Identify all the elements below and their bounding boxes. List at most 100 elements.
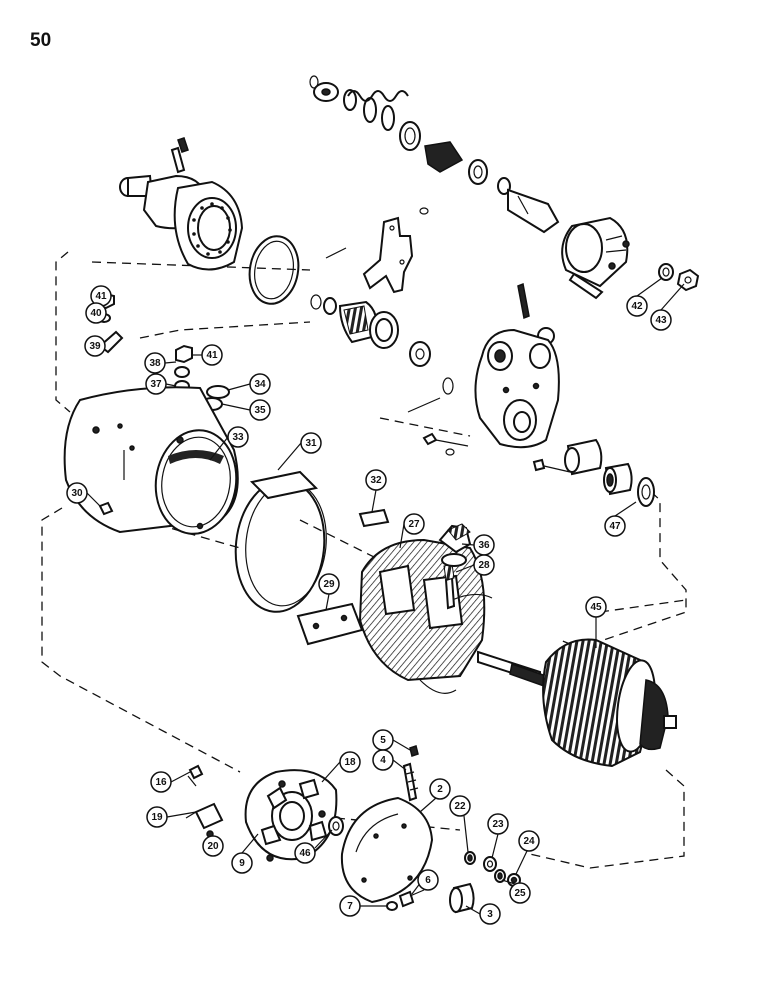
callout-number: 22 — [454, 801, 466, 812]
callout-circle — [227, 426, 249, 448]
callout-35: 35 — [249, 399, 271, 421]
callout-number: 16 — [155, 777, 167, 788]
callout-circle — [84, 335, 106, 357]
callout-number: 2 — [437, 784, 443, 795]
callout-circle — [365, 469, 387, 491]
callout-circle — [249, 399, 271, 421]
callout-39: 39 — [84, 335, 106, 357]
callout-46: 46 — [294, 842, 316, 864]
washer-22 — [464, 851, 476, 865]
callout-5: 5 — [372, 729, 394, 751]
callout-number: 23 — [492, 819, 504, 830]
plunger-return-spring-group — [309, 75, 560, 234]
callout-circle — [85, 302, 107, 324]
callout-number: 3 — [487, 909, 493, 920]
callout-circle — [231, 852, 253, 874]
callout-42: 42 — [626, 295, 648, 317]
callout-circle — [479, 903, 501, 925]
callout-45: 45 — [585, 596, 607, 618]
washer-7 — [386, 901, 398, 911]
callout-41b: 41 — [201, 344, 223, 366]
callout-9: 9 — [231, 852, 253, 874]
callout-circle — [403, 513, 425, 535]
callout-circle — [487, 813, 509, 835]
solenoid-switch — [561, 216, 630, 300]
lever-housing — [407, 282, 560, 456]
callout-number: 24 — [523, 836, 535, 847]
callout-number: 39 — [89, 341, 101, 352]
callout-circle — [372, 749, 394, 771]
callout-circle — [449, 795, 471, 817]
callout-number: 27 — [408, 519, 420, 530]
callout-circle — [66, 482, 88, 504]
callout-16: 16 — [150, 771, 172, 793]
callout-circle — [145, 373, 167, 395]
callout-number: 33 — [232, 432, 244, 443]
callout-circle — [518, 830, 540, 852]
callout-number: 42 — [631, 301, 643, 312]
callout-number: 6 — [425, 875, 431, 886]
bolt-6 — [398, 889, 425, 908]
callout-number: 31 — [305, 438, 317, 449]
washer-23 — [483, 856, 497, 872]
callout-circle — [150, 771, 172, 793]
callout-number: 4 — [380, 755, 386, 766]
field-coils — [358, 538, 493, 694]
terminal-stud-36 — [438, 523, 472, 567]
callout-18: 18 — [339, 751, 361, 773]
callout-33: 33 — [227, 426, 249, 448]
callout-47: 47 — [604, 515, 626, 537]
callout-37: 37 — [145, 373, 167, 395]
callout-number: 46 — [299, 848, 311, 859]
callout-circle — [473, 554, 495, 576]
callout-number: 20 — [207, 841, 219, 852]
callout-24: 24 — [518, 830, 540, 852]
drive-housing — [119, 137, 244, 271]
drive-bushing-bolt — [532, 438, 655, 507]
callout-number: 29 — [323, 579, 335, 590]
callout-23: 23 — [487, 813, 509, 835]
brush-spring-16 — [187, 764, 204, 787]
callout-circle — [339, 895, 361, 917]
callout-circle — [339, 751, 361, 773]
assembly-dash-lines — [41, 251, 687, 869]
callout-36: 36 — [473, 534, 495, 556]
callout-circle — [585, 596, 607, 618]
callout-circle — [202, 835, 224, 857]
callout-circle — [604, 515, 626, 537]
callout-circle — [201, 344, 223, 366]
callout-number: 40 — [90, 308, 102, 319]
callout-6: 6 — [417, 869, 439, 891]
callout-circle — [318, 573, 340, 595]
callout-40: 40 — [85, 302, 107, 324]
callout-7: 7 — [339, 895, 361, 917]
callout-20: 20 — [202, 835, 224, 857]
callout-number: 38 — [149, 358, 161, 369]
callout-19: 19 — [146, 806, 168, 828]
callout-circle — [294, 842, 316, 864]
plug-3 — [449, 882, 475, 914]
callout-number: 30 — [71, 488, 83, 499]
callout-28: 28 — [473, 554, 495, 576]
callout-number: 35 — [254, 405, 266, 416]
callout-29: 29 — [318, 573, 340, 595]
callout-circle — [146, 806, 168, 828]
callout-43: 43 — [650, 309, 672, 331]
return-spring — [343, 89, 409, 131]
field-insulator — [234, 470, 327, 613]
nut-42 — [658, 263, 674, 281]
callout-2: 2 — [429, 778, 451, 800]
callout-circle — [249, 373, 271, 395]
field-frame — [63, 386, 239, 535]
callout-circle — [509, 882, 531, 904]
callout-number: 47 — [609, 521, 621, 532]
brush-holder-19 — [185, 802, 224, 830]
callout-number: 45 — [590, 602, 602, 613]
page-number: 50 — [30, 30, 52, 51]
callout-number: 5 — [380, 735, 386, 746]
callout-32: 32 — [365, 469, 387, 491]
insulator-strip-32 — [358, 508, 390, 528]
shift-lever — [325, 207, 429, 294]
